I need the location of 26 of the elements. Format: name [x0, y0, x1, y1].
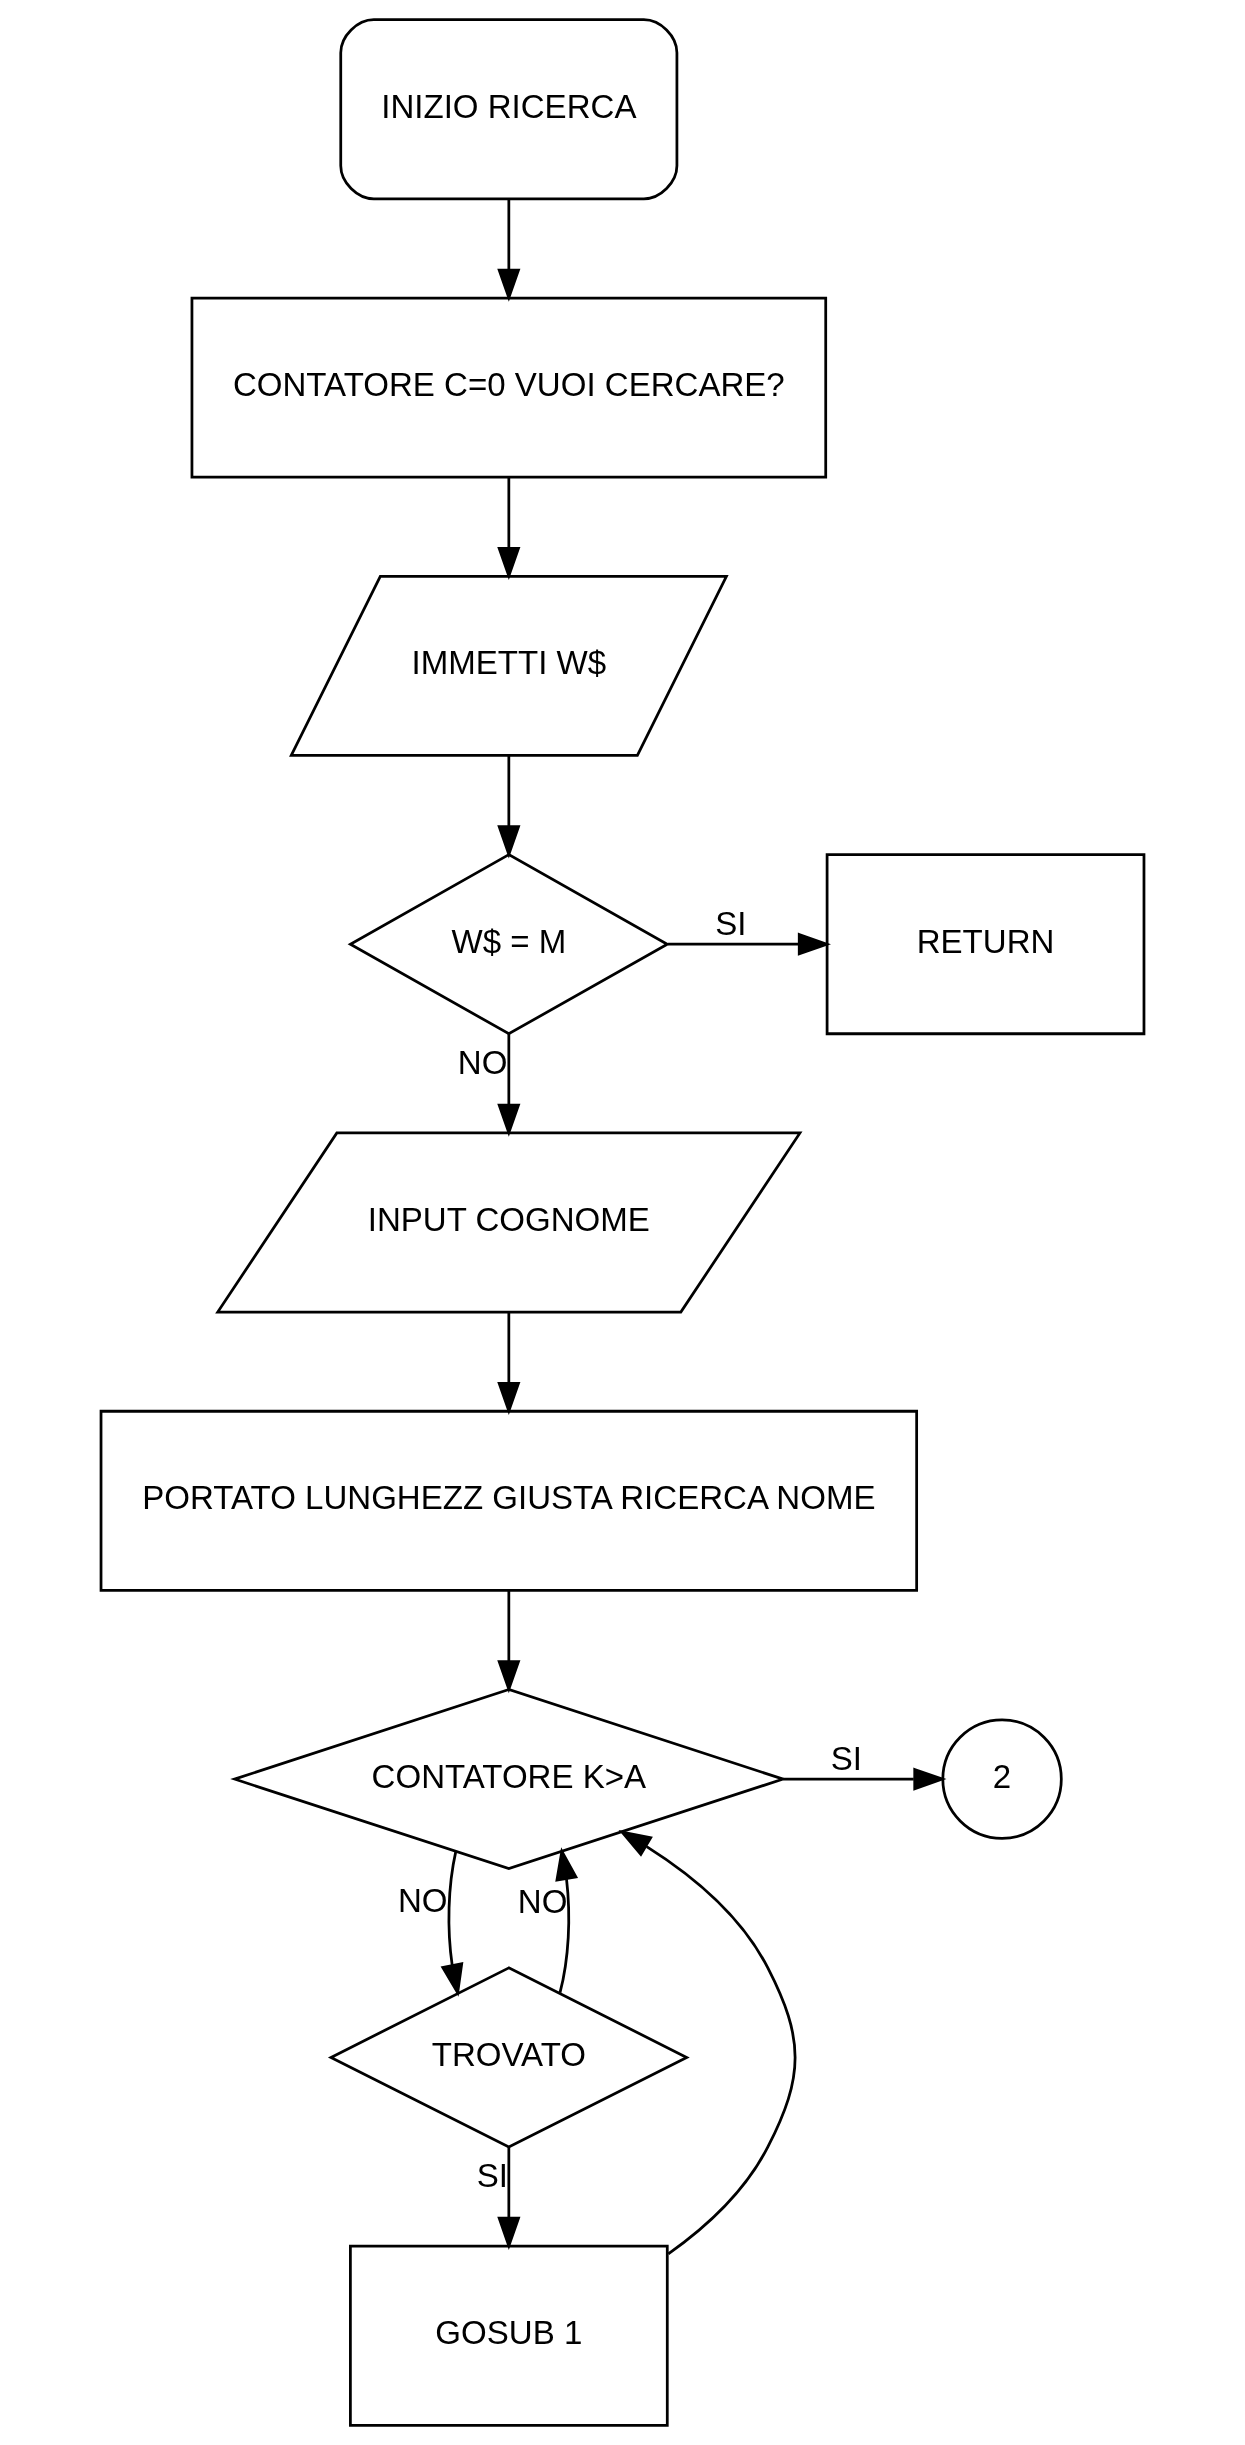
arrow [783, 1767, 947, 1791]
node-diamond: W$ = M [347, 853, 671, 1036]
arrow [497, 2147, 521, 2250]
arrow [497, 1034, 521, 1137]
arrow [555, 1847, 579, 1993]
edge-label: SI [476, 2157, 508, 2195]
edge-label: NO [457, 1043, 508, 1081]
arrow [497, 1590, 521, 1694]
node-box: CONTATORE C=0 VUOI CERCARE? [190, 296, 828, 479]
node-box: GOSUB 1 [349, 2244, 669, 2427]
node-box: PORTATO LUNGHEZZ GIUSTA RICERCA NOME [99, 1409, 919, 1592]
arrow [497, 477, 521, 581]
edge-label: NO [397, 1882, 448, 1920]
arrow [497, 755, 521, 859]
arrow [497, 1312, 521, 1416]
arrow [618, 1829, 797, 2255]
arrow [668, 932, 831, 956]
node-diamond: TROVATO [327, 1966, 690, 2149]
node-box: INIZIO RICERCA [339, 18, 679, 201]
arrow [497, 199, 521, 302]
node-circle: 2 [941, 1718, 1063, 1840]
node-box: RETURN [825, 853, 1146, 1036]
edge-label: SI [830, 1739, 862, 1777]
edge-label: NO [517, 1882, 568, 1920]
arrow [440, 1851, 464, 1997]
edge-label: SI [715, 904, 747, 942]
